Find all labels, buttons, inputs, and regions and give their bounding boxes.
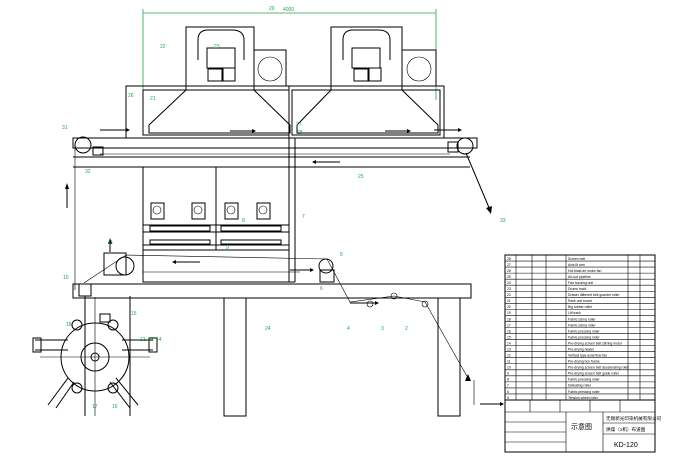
main-table bbox=[72, 252, 472, 417]
parts-row-number: 28 bbox=[507, 257, 511, 261]
callout: 5 bbox=[340, 252, 343, 258]
parts-row-number: 17 bbox=[507, 323, 511, 327]
callout: 12 bbox=[140, 337, 146, 343]
callout: 17 bbox=[92, 404, 98, 410]
parts-row-name: Fabric pressing roller bbox=[568, 329, 601, 333]
title-block: 示意图 无锡新光印染机械有限公司 烘燥（1机）布道图 KD-120 bbox=[504, 399, 662, 453]
callout: 4 bbox=[347, 326, 350, 332]
parts-row-number: 26 bbox=[507, 269, 511, 273]
parts-row-name: Fabric pressing roller bbox=[568, 390, 601, 394]
callout: 21 bbox=[150, 96, 156, 102]
callout: 18 bbox=[66, 322, 72, 328]
parts-row-number: 16 bbox=[507, 329, 511, 333]
parts-row-number: 18 bbox=[507, 317, 511, 321]
callout: 10 bbox=[63, 275, 69, 281]
callout: 20 bbox=[269, 6, 275, 12]
callout: 3 bbox=[381, 326, 384, 332]
machine-name: 烘燥（1机）布道图 bbox=[606, 426, 646, 433]
parts-list-table: 28 Screen belt 27 Axis fit arm 26 Hot blast a… bbox=[504, 254, 656, 401]
parts-row-name: Lift track bbox=[568, 311, 581, 315]
parts-row-number: 13 bbox=[507, 347, 511, 351]
callout: 9 bbox=[226, 245, 229, 251]
callout: 7 bbox=[302, 214, 305, 220]
parts-row-name: Fabric pressing roller bbox=[568, 335, 601, 339]
parts-row-name: Pre-drying screen belt stirring motor bbox=[568, 341, 623, 345]
batching-frame bbox=[32, 283, 158, 416]
callout: 15 bbox=[131, 311, 137, 317]
parts-row-name: Hot blast air motor fan bbox=[568, 269, 601, 273]
callout: 27 bbox=[296, 122, 302, 128]
parts-row-number: 23 bbox=[507, 287, 511, 291]
callout: 8 bbox=[242, 218, 245, 224]
callout: 24 bbox=[265, 326, 271, 332]
parts-row-number: 6 bbox=[507, 390, 509, 394]
parts-row-name: Vertical type axial flow fan bbox=[568, 354, 607, 358]
callout: 32 bbox=[85, 169, 91, 175]
callout: 6 bbox=[320, 286, 323, 292]
parts-row-number: 21 bbox=[507, 299, 511, 303]
parts-row-name: Defeating roller bbox=[568, 384, 592, 388]
parts-row-number: 20 bbox=[507, 305, 511, 309]
parts-row-number: 8 bbox=[507, 378, 509, 382]
parts-row-number: 22 bbox=[507, 293, 511, 297]
callout: 31 bbox=[62, 125, 68, 131]
parts-row-name: Pre-drying box frame bbox=[568, 360, 600, 364]
parts-row-name: Rack unit board bbox=[568, 299, 592, 303]
callout: 28 bbox=[297, 130, 303, 136]
parts-row-number: 7 bbox=[507, 384, 509, 388]
callout: 11 bbox=[108, 240, 113, 246]
parts-row-name: Fabric sizing roller bbox=[568, 317, 596, 321]
parts-row-name: Axis fit arm bbox=[568, 263, 585, 267]
callout: 13 bbox=[148, 337, 154, 343]
callout: 23 bbox=[214, 44, 220, 50]
parts-rows: 28 Screen belt 27 Axis fit arm 26 Hot blast a… bbox=[505, 257, 655, 400]
parts-row-number: 19 bbox=[507, 311, 511, 315]
callout: 16 bbox=[112, 404, 118, 410]
callout: 22 bbox=[160, 44, 166, 50]
parts-row-name: Air-out pipeline bbox=[568, 275, 591, 279]
parts-row-name: Screen belt bbox=[568, 257, 585, 261]
callout: 26 bbox=[128, 93, 134, 99]
callout: 14 bbox=[156, 337, 162, 343]
parts-row-name: Fabric sizing roller bbox=[568, 323, 596, 327]
parts-row-name: Pre-drying heater bbox=[568, 347, 595, 351]
callout: 25 bbox=[358, 174, 364, 180]
drawing-number: KD-120 bbox=[614, 442, 638, 449]
parts-row-name: Drawer different belt guarder roller bbox=[568, 293, 620, 297]
pre-drying-box bbox=[142, 138, 296, 283]
upper-drying-chamber bbox=[125, 26, 445, 139]
parts-row-name: Big rubber roller bbox=[568, 305, 593, 309]
callout: 2 bbox=[405, 326, 408, 332]
parts-row-number: 10 bbox=[507, 366, 511, 370]
parts-row-number: 9 bbox=[507, 372, 509, 376]
parts-row-number: 27 bbox=[507, 263, 511, 267]
parts-row-name: Pre-drying screen belt decelerating roll… bbox=[568, 366, 630, 370]
parts-row-name: Pre-drying screen belt guide roller bbox=[568, 372, 620, 376]
parts-row-number: 11 bbox=[507, 360, 511, 364]
parts-row-number: 25 bbox=[507, 275, 511, 279]
callout-labels: 20 21 22 23 24 25 26 27 28 31 32 33 2 3 … bbox=[62, 6, 506, 410]
parts-row-name: Fan housing unit bbox=[568, 281, 593, 285]
overall-width-label: 4000 bbox=[283, 7, 294, 13]
left-fabric-path bbox=[65, 145, 504, 406]
upper-conveyor bbox=[72, 128, 478, 168]
parts-row-number: 24 bbox=[507, 281, 511, 285]
parts-row-number: 14 bbox=[507, 341, 511, 345]
drawing-type: 示意图 bbox=[571, 422, 592, 431]
parts-row-name: Tension wheel roller bbox=[568, 396, 599, 400]
company-name: 无锡新光印染机械有限公司 bbox=[606, 415, 662, 422]
parts-row-number: 15 bbox=[507, 335, 511, 339]
parts-row-name: Fabric pressing roller bbox=[568, 378, 601, 382]
parts-row-number: 12 bbox=[507, 354, 511, 358]
callout: 33 bbox=[500, 218, 506, 224]
parts-row-number: 5 bbox=[507, 396, 509, 400]
parts-row-name: Drums track bbox=[568, 287, 587, 291]
